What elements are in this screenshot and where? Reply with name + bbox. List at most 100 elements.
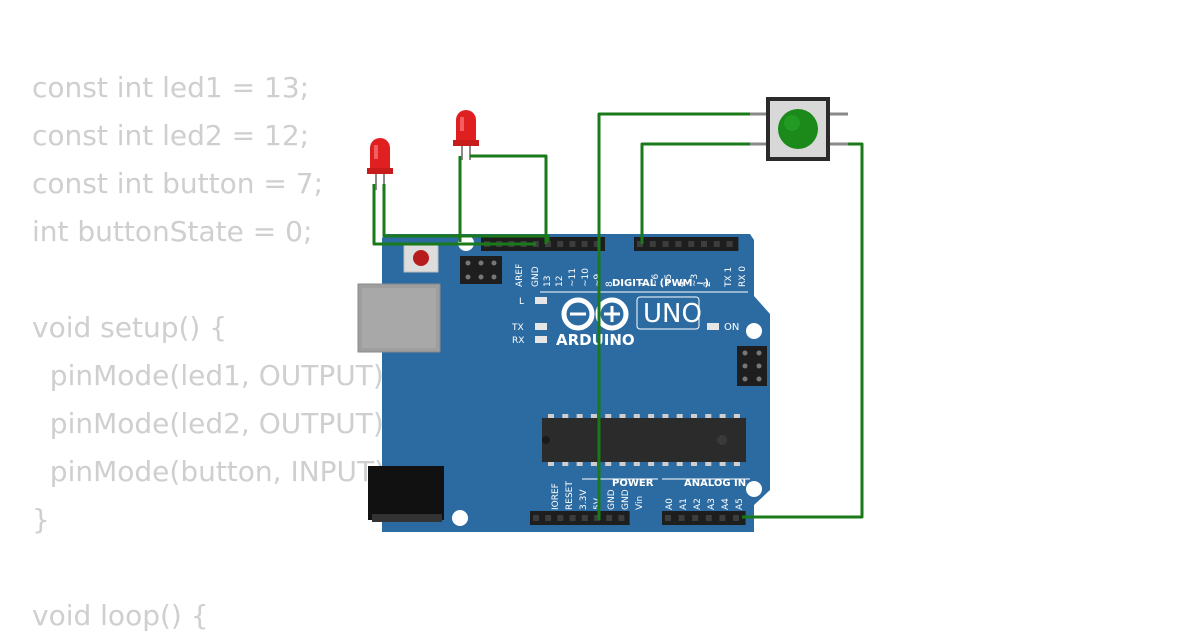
header-pin[interactable]: [533, 515, 539, 521]
chip-pin: [562, 462, 569, 466]
header-pin[interactable]: [545, 515, 552, 521]
header-pin[interactable]: [545, 241, 551, 247]
header-pin[interactable]: [594, 515, 600, 521]
pin-label: A4: [721, 498, 731, 510]
icsp-header-right: [737, 346, 767, 386]
chip-pin: [719, 414, 726, 418]
chip-pin: [548, 462, 554, 466]
wires: [372, 112, 864, 520]
chip-pin: [548, 414, 554, 418]
code-line: void loop() {: [32, 599, 209, 632]
header-pin[interactable]: [557, 515, 564, 521]
pin-label: A2: [693, 498, 703, 510]
header-pin[interactable]: [649, 241, 656, 247]
header-pin[interactable]: [606, 515, 613, 521]
chip-pin: [691, 414, 697, 418]
code-line: int buttonState = 0;: [32, 215, 313, 248]
code-editor: const int led1 = 13;const int led2 = 12;…: [32, 64, 395, 640]
label-rx: RX: [512, 336, 524, 346]
header-pin[interactable]: [569, 515, 576, 521]
chip-pin: [590, 414, 597, 418]
header-pin[interactable]: [688, 241, 695, 247]
pin-label: 12: [555, 276, 565, 287]
pin-label: 2: [703, 281, 713, 287]
header-pin[interactable]: [581, 241, 588, 247]
wire-button-5v[interactable]: [597, 112, 750, 520]
header-pin[interactable]: [557, 241, 564, 247]
header-pin[interactable]: [569, 241, 576, 247]
chip-pin: [676, 462, 683, 466]
chip-pin: [633, 462, 640, 466]
wire-button-pin7[interactable]: [640, 142, 750, 244]
header-strip: [662, 511, 746, 525]
chip-pin: [705, 462, 712, 466]
header-strip: [530, 511, 630, 525]
chip-pin: [733, 414, 740, 418]
chip-pin: [619, 414, 626, 418]
header-pin[interactable]: [701, 241, 707, 247]
header-pin[interactable]: [593, 241, 600, 247]
chip-pin: [705, 414, 712, 418]
chip-pin: [633, 414, 640, 418]
chip-pin: [619, 462, 626, 466]
pin-label: 3.3V: [579, 489, 589, 510]
header-pin[interactable]: [713, 241, 720, 247]
chip-pin: [662, 462, 669, 466]
pin-label: 4: [677, 281, 687, 287]
header-pin[interactable]: [678, 515, 685, 521]
label-tx: TX: [511, 323, 524, 333]
header-pin[interactable]: [705, 515, 712, 521]
power-jack-shadow: [372, 514, 442, 522]
pin-label: GND: [607, 489, 617, 510]
led-1[interactable]: [367, 138, 393, 190]
chip-pin: [676, 414, 683, 418]
code-line: const int button = 7;: [32, 167, 324, 200]
header-pin[interactable]: [581, 515, 588, 521]
wire-led1-gnd[interactable]: [372, 184, 536, 246]
chip-pin: [662, 414, 669, 418]
chip-pin: [576, 414, 583, 418]
pin-label: GND: [621, 489, 631, 510]
pin-label: GND: [531, 266, 541, 287]
code-line: }: [32, 503, 50, 536]
chip-pin: [648, 414, 655, 418]
header-pin[interactable]: [719, 515, 726, 521]
wire-led2[interactable]: [470, 154, 548, 244]
header-strip: [481, 237, 605, 251]
header-pin[interactable]: [692, 515, 699, 521]
label-on: ON: [724, 322, 739, 333]
header-pin[interactable]: [726, 241, 733, 247]
reset-button-cap[interactable]: [413, 250, 429, 266]
header-pin[interactable]: [618, 515, 625, 521]
header-pin[interactable]: [733, 515, 739, 521]
label-l: L: [519, 297, 524, 307]
pin-label: RESET: [565, 481, 575, 510]
pin-label: ~3: [690, 274, 700, 287]
led-2[interactable]: [453, 110, 479, 160]
pin-label: ~11: [568, 268, 578, 287]
header-pin[interactable]: [665, 515, 671, 521]
power-header: [530, 511, 630, 525]
pin-label: ~5: [664, 274, 674, 287]
push-button[interactable]: [750, 97, 848, 161]
header-pin[interactable]: [675, 241, 682, 247]
chip-pin: [605, 462, 612, 466]
code-line: pinMode(led2, OUTPUT);: [32, 407, 394, 440]
wire-led1[interactable]: [382, 184, 550, 242]
wire-button-a5[interactable]: [742, 142, 864, 519]
code-line: const int led2 = 12;: [32, 119, 310, 152]
icsp-header-top: [460, 256, 502, 284]
header-strip: [634, 237, 739, 251]
pin-label: 7: [638, 281, 648, 287]
push-button-cap[interactable]: [778, 109, 818, 149]
chip-pin: [648, 462, 655, 466]
chip-pin: [576, 462, 583, 466]
header-pin[interactable]: [662, 241, 669, 247]
digital-header-right: [634, 237, 739, 251]
pin-label: A3: [707, 498, 717, 510]
pin-label: ~6: [651, 273, 661, 287]
model-label: UNO: [643, 299, 702, 329]
header-pin[interactable]: [637, 241, 643, 247]
